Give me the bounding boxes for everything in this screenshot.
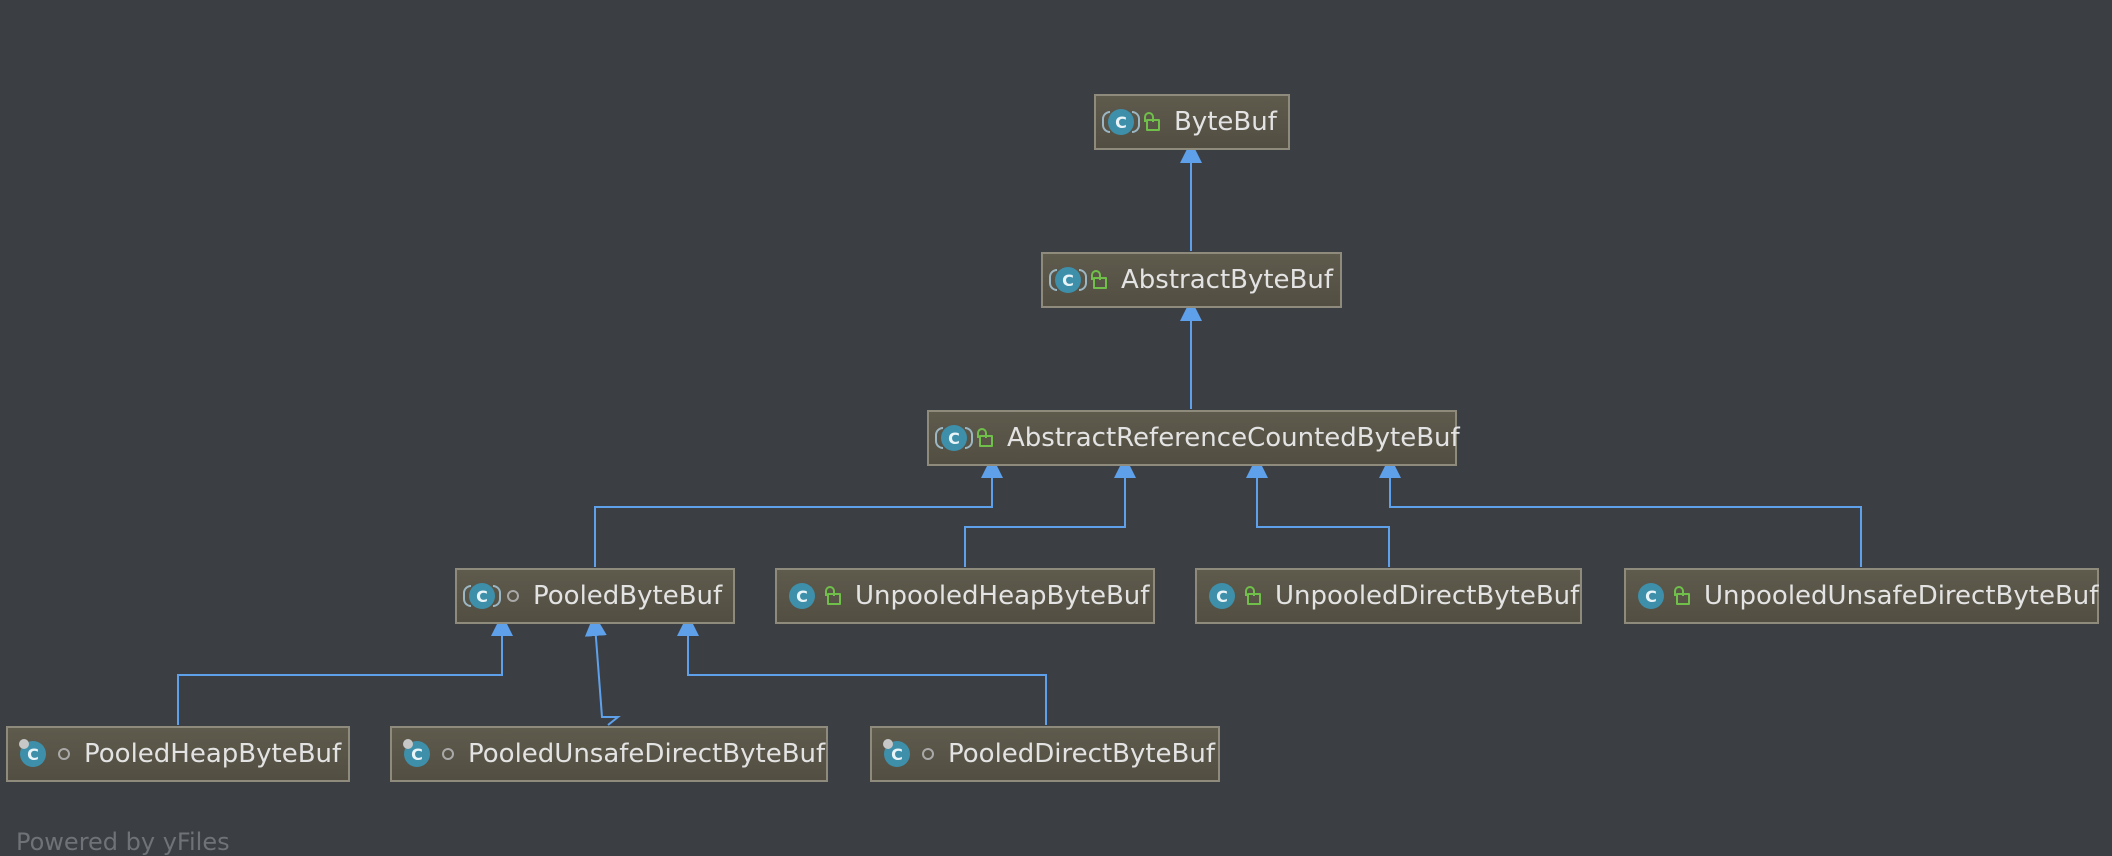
public-lock-icon — [1674, 586, 1690, 605]
class-node-unpooledunsafedirectbytebuf[interactable]: C UnpooledUnsafeDirectByteBuf — [1624, 568, 2099, 624]
class-name: PooledDirectByteBuf — [948, 739, 1216, 769]
class-icon: C — [1209, 583, 1235, 609]
abstract-class-icon: C — [463, 583, 501, 609]
edge-unpooledunsafedirect-to-abstractrefcounted — [1379, 456, 1862, 567]
class-name: PooledUnsafeDirectByteBuf — [468, 739, 826, 769]
final-class-icon: C — [883, 739, 910, 767]
public-lock-icon — [1245, 586, 1261, 605]
class-node-pooledbytebuf[interactable]: C PooledByteBuf — [455, 568, 735, 624]
package-private-icon — [922, 748, 934, 760]
edge-pooledbytebuf-to-abstractrefcounted — [594, 456, 1003, 567]
package-private-icon — [507, 590, 519, 602]
class-node-bytebuf[interactable]: C ByteBuf — [1094, 94, 1290, 150]
package-private-icon — [58, 748, 70, 760]
edge-pooledunsafedirect-to-pooledbytebuf — [584, 614, 621, 726]
class-name: UnpooledDirectByteBuf — [1275, 581, 1580, 611]
class-name: AbstractReferenceCountedByteBuf — [1007, 423, 1460, 453]
class-name: ByteBuf — [1174, 107, 1277, 137]
final-class-icon: C — [19, 739, 46, 767]
class-name: UnpooledUnsafeDirectByteBuf — [1704, 581, 2099, 611]
public-lock-icon — [1091, 270, 1107, 289]
footer-credit: Powered by yFiles — [16, 828, 230, 856]
class-node-pooledunsafedirectbytebuf[interactable]: C PooledUnsafeDirectByteBuf — [390, 726, 828, 782]
edge-unpooledheap-to-abstractrefcounted — [964, 456, 1136, 567]
abstract-class-icon: C — [1049, 267, 1087, 293]
class-node-pooleddirectbytebuf[interactable]: C PooledDirectByteBuf — [870, 726, 1220, 782]
class-name: PooledHeapByteBuf — [84, 739, 342, 769]
abstract-class-icon: C — [935, 425, 973, 451]
class-node-abstractbytebuf[interactable]: C AbstractByteBuf — [1041, 252, 1342, 308]
class-icon: C — [1638, 583, 1664, 609]
class-node-pooledheapbytebuf[interactable]: C PooledHeapByteBuf — [6, 726, 350, 782]
class-name: PooledByteBuf — [533, 581, 723, 611]
class-node-unpooledheapbytebuf[interactable]: C UnpooledHeapByteBuf — [775, 568, 1155, 624]
class-name: UnpooledHeapByteBuf — [855, 581, 1150, 611]
public-lock-icon — [977, 428, 993, 447]
edge-unpooleddirect-to-abstractrefcounted — [1246, 456, 1390, 567]
class-name: AbstractByteBuf — [1121, 265, 1334, 295]
final-class-icon: C — [403, 739, 430, 767]
class-icon: C — [789, 583, 815, 609]
package-private-icon — [442, 748, 454, 760]
public-lock-icon — [825, 586, 841, 605]
abstract-class-icon: C — [1102, 109, 1140, 135]
class-node-abstractreferencecountedbytebuf[interactable]: C AbstractReferenceCountedByteBuf — [927, 410, 1460, 466]
class-node-unpooleddirectbytebuf[interactable]: C UnpooledDirectByteBuf — [1195, 568, 1582, 624]
edge-pooledheap-to-pooledbytebuf — [177, 614, 513, 725]
public-lock-icon — [1144, 112, 1160, 131]
edge-pooleddirect-to-pooledbytebuf — [677, 614, 1047, 725]
